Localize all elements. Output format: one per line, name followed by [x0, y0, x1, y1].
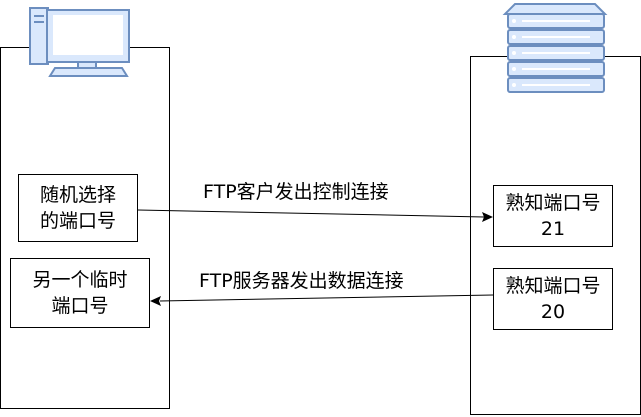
client-random-port-line2: 的端口号 — [39, 210, 116, 232]
desktop-computer-icon — [29, 7, 130, 77]
client-temp-port-line2: 端口号 — [51, 295, 109, 317]
server-rack-icon — [502, 3, 608, 93]
client-temp-port-line1: 另一个临时 — [32, 269, 128, 291]
data-connection-label: FTP服务器发出数据连接 — [199, 270, 404, 292]
client-random-port-line1: 随机选择 — [39, 184, 116, 206]
server-control-port-line1: 熟知端口号 — [505, 192, 601, 214]
server-data-port-number: 20 — [540, 301, 566, 323]
server-data-port-line1: 熟知端口号 — [505, 275, 601, 297]
control-connection-label: FTP客户发出控制连接 — [203, 181, 389, 203]
server-data-port-box: 熟知端口号 20 — [493, 268, 613, 330]
control-connection-arrow — [137, 209, 493, 222]
server-control-port-number: 21 — [540, 218, 566, 240]
client-random-port-box: 随机选择 的端口号 — [18, 174, 138, 242]
client-temp-port-box: 另一个临时 端口号 — [10, 258, 150, 328]
server-control-port-box: 熟知端口号 21 — [493, 185, 613, 247]
data-connection-arrow — [150, 294, 494, 306]
